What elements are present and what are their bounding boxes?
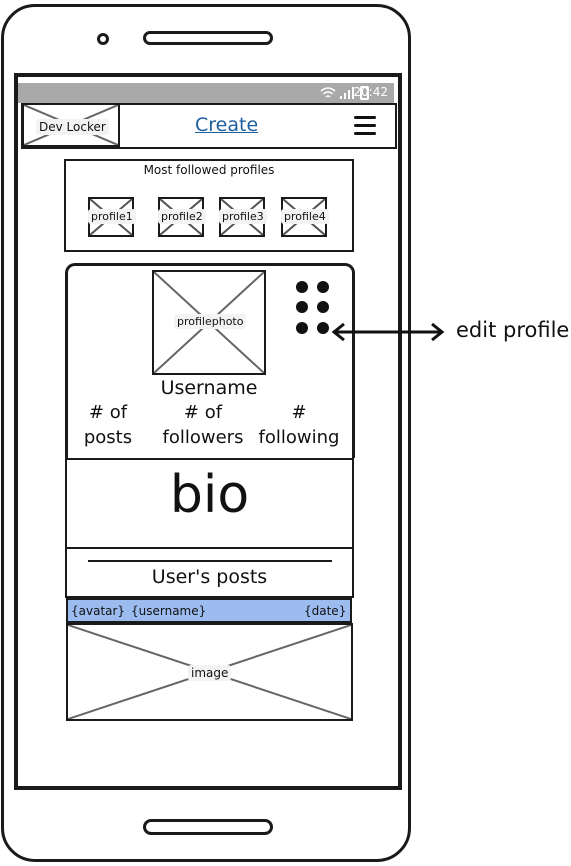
- profile-thumbnail[interactable]: profile3: [219, 197, 267, 237]
- followers-count-stat: # of followers: [158, 400, 248, 450]
- post-avatar[interactable]: {avatar}: [71, 604, 126, 618]
- posts-title: User's posts: [151, 566, 268, 588]
- wifi-icon: [320, 87, 336, 98]
- followers-count-value: # of: [183, 402, 223, 423]
- post-date: {date}: [304, 604, 347, 618]
- posts-count-value: # of: [88, 402, 128, 423]
- most-followed-title: Most followed profiles: [143, 163, 275, 177]
- edit-profile-annotation: edit profile: [456, 318, 570, 342]
- post-image[interactable]: image: [66, 623, 353, 721]
- logo-placeholder[interactable]: Dev Locker: [22, 103, 120, 147]
- post-username[interactable]: {username}: [131, 604, 207, 618]
- following-count-value: #: [291, 402, 307, 423]
- status-time: 20:42: [353, 85, 388, 99]
- profile-thumbnail-label: profile4: [281, 209, 329, 224]
- profile-photo-label: profilephoto: [174, 314, 247, 329]
- double-arrow-icon: [331, 322, 445, 342]
- bio-text: bio: [169, 465, 250, 525]
- battery-icon: [360, 86, 369, 100]
- logo-text: Dev Locker: [36, 119, 109, 135]
- profile-thumbnail-label: profile1: [88, 209, 136, 224]
- camera-icon: [97, 33, 109, 45]
- profile-card: [65, 263, 355, 458]
- post-header[interactable]: [66, 598, 352, 623]
- hamburger-menu-icon[interactable]: [354, 116, 376, 136]
- speaker-grille: [143, 31, 273, 45]
- profile-thumbnail[interactable]: profile1: [88, 197, 136, 237]
- dot: [317, 281, 329, 293]
- followers-count-label: followers: [162, 427, 244, 448]
- create-link[interactable]: Create: [195, 114, 259, 136]
- dot: [296, 281, 308, 293]
- dot: [296, 322, 308, 334]
- bio-section: [65, 458, 354, 549]
- dot: [317, 301, 329, 313]
- divider: [88, 560, 332, 562]
- profile-thumbnail-label: profile3: [219, 209, 267, 224]
- posts-count-stat: # of posts: [72, 400, 144, 450]
- six-dot-menu-icon[interactable]: [296, 281, 330, 336]
- most-followed-section: [64, 159, 354, 252]
- posts-count-label: posts: [83, 427, 133, 448]
- post-image-label: image: [188, 665, 232, 681]
- profile-thumbnail[interactable]: profile2: [158, 197, 206, 237]
- following-count-stat: # following: [256, 400, 342, 450]
- home-button[interactable]: [143, 819, 273, 835]
- dot: [296, 301, 308, 313]
- status-bar: 20:42: [18, 83, 394, 103]
- username: Username: [160, 377, 258, 399]
- profile-thumbnail-label: profile2: [158, 209, 206, 224]
- posts-section: [65, 549, 354, 598]
- profile-photo[interactable]: profilephoto: [152, 270, 266, 375]
- profile-thumbnail[interactable]: profile4: [281, 197, 329, 237]
- signal-icon: [340, 87, 354, 99]
- dot: [317, 322, 329, 334]
- following-count-label: following: [258, 427, 340, 448]
